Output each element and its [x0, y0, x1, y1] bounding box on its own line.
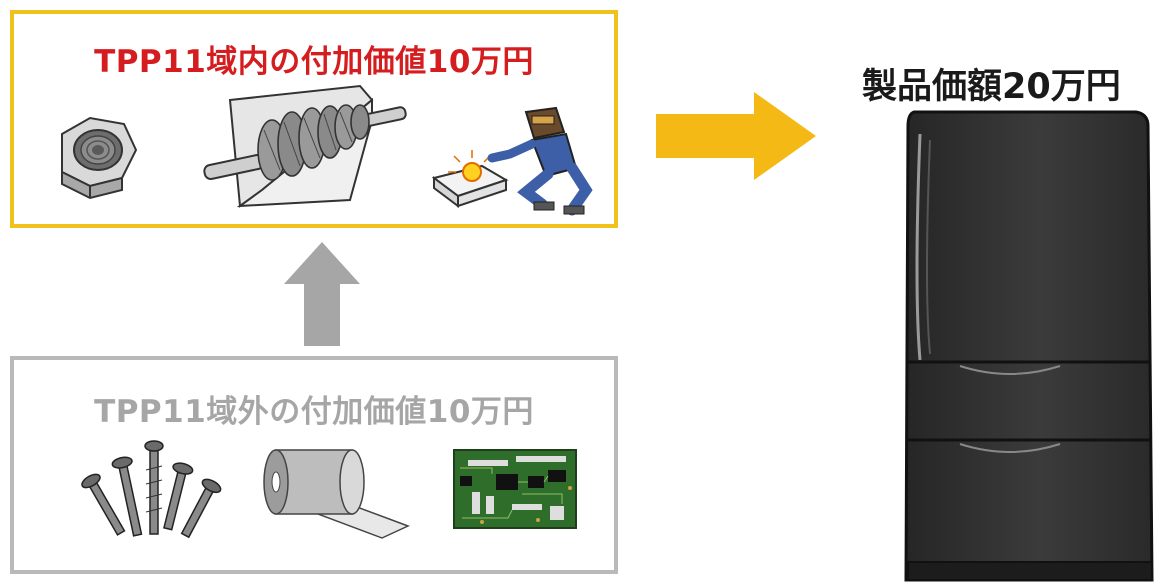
- right-arrow-icon: [656, 92, 816, 180]
- inside-region-title: TPP11域内の付加価値10万円: [94, 44, 534, 80]
- hex-nut-icon: [61, 116, 138, 200]
- outside-region-box: TPP11域外の付加価値10万円: [10, 356, 618, 574]
- outside-region-title: TPP11域外の付加価値10万円: [94, 394, 534, 430]
- refrigerator-icon: [904, 110, 1154, 582]
- up-arrow-icon: [284, 242, 360, 346]
- welder-worker-icon: [431, 106, 593, 216]
- circuit-board-icon: [453, 449, 577, 529]
- screws-icon: [81, 440, 222, 539]
- metal-sheet-roll-icon: [263, 449, 410, 539]
- inside-region-box: TPP11域内の付加価値10万円: [10, 10, 618, 228]
- turbine-rotor-icon: [203, 84, 407, 208]
- product-title: 製品価額20万円: [862, 67, 1121, 107]
